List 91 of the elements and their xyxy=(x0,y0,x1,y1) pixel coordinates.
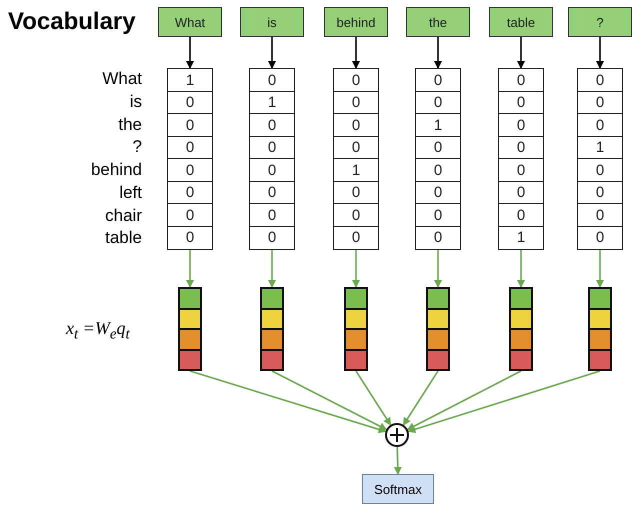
arrow xyxy=(517,37,525,69)
vector-cell: 0 xyxy=(498,203,544,228)
vector-cell: 0 xyxy=(577,158,623,182)
arrow xyxy=(190,370,386,434)
vector-cell: 0 xyxy=(167,90,213,115)
arrow xyxy=(406,370,522,430)
vector-cell: 0 xyxy=(498,113,544,138)
vector-cell: 0 xyxy=(333,113,379,138)
word-box: table xyxy=(489,7,553,37)
arrow xyxy=(434,37,442,69)
vector-cell: 0 xyxy=(249,203,295,228)
vector-cell: 0 xyxy=(249,113,295,138)
arrow xyxy=(355,370,392,426)
vector-cell: 0 xyxy=(167,203,213,228)
embedding-bar xyxy=(509,287,533,371)
word-box: the xyxy=(406,7,470,37)
arrow xyxy=(596,37,604,69)
arrow xyxy=(186,250,194,288)
vector-cell: 0 xyxy=(577,90,623,115)
vector-cell: 0 xyxy=(577,226,623,250)
vector-cell: 0 xyxy=(249,180,295,205)
vector-cell: 0 xyxy=(333,226,379,250)
vocabulary-word: table xyxy=(105,228,142,248)
vector-cell: 0 xyxy=(249,68,295,92)
embedding-bar xyxy=(426,287,450,371)
vector-cell: 0 xyxy=(415,203,461,228)
vector-cell: 0 xyxy=(498,158,544,182)
arrow xyxy=(434,250,442,288)
vector-cell: 0 xyxy=(167,226,213,250)
word-box: is xyxy=(240,7,304,37)
vocabulary-word: chair xyxy=(105,206,142,226)
vector-cell: 0 xyxy=(577,68,623,92)
vector-cell: 0 xyxy=(333,90,379,115)
softmax-box: Softmax xyxy=(362,474,434,504)
arrow xyxy=(268,37,276,69)
arrow xyxy=(268,250,276,288)
vector-cell: 1 xyxy=(498,226,544,250)
vector-cell: 0 xyxy=(249,158,295,182)
arrow xyxy=(186,37,194,69)
embedding-bar xyxy=(260,287,284,371)
vector-cell: 0 xyxy=(498,90,544,115)
vector-cell: 0 xyxy=(415,68,461,92)
vector-cell: 0 xyxy=(498,68,544,92)
embedding-bar xyxy=(344,287,368,371)
vector-cell: 0 xyxy=(333,136,379,160)
vector-cell: 0 xyxy=(167,113,213,138)
word-box: ? xyxy=(568,7,632,37)
vector-cell: 0 xyxy=(415,136,461,160)
vector-cell: 1 xyxy=(577,136,623,160)
vector-cell: 0 xyxy=(498,136,544,160)
arrow xyxy=(402,370,439,426)
vocabulary-word: the xyxy=(118,114,142,134)
vector-cell: 1 xyxy=(415,113,461,138)
vector-cell: 1 xyxy=(249,90,295,115)
vector-cell: 0 xyxy=(167,158,213,182)
vector-cell: 0 xyxy=(167,136,213,160)
arrow xyxy=(272,370,388,430)
arrow xyxy=(596,250,604,288)
arrow xyxy=(394,446,402,475)
arrow xyxy=(352,37,360,69)
vector-cell: 1 xyxy=(167,68,213,92)
vector-cell: 0 xyxy=(577,203,623,228)
vector-cell: 0 xyxy=(167,180,213,205)
vocabulary-word: behind xyxy=(90,160,142,180)
vocabulary-heading: Vocabulary xyxy=(8,8,136,36)
vector-cell: 0 xyxy=(415,90,461,115)
vector-cell: 0 xyxy=(415,158,461,182)
vocabulary-word: ? xyxy=(132,137,142,158)
vector-cell: 1 xyxy=(333,158,379,182)
vocabulary-word: is xyxy=(130,92,142,112)
vector-cell: 0 xyxy=(415,226,461,250)
formula: x$_{t}$ =W$_{e}$q$_{t}$ xyxy=(66,318,130,344)
vector-cell: 0 xyxy=(577,113,623,138)
vector-cell: 0 xyxy=(333,180,379,205)
arrow xyxy=(408,370,600,434)
word-box: behind xyxy=(324,7,388,37)
vector-cell: 0 xyxy=(249,136,295,160)
embedding-bar xyxy=(178,287,202,371)
vector-cell: 0 xyxy=(249,226,295,250)
vocabulary-word: left xyxy=(119,182,142,203)
sum-circle xyxy=(385,423,409,447)
vector-cell: 0 xyxy=(333,68,379,92)
vector-cell: 0 xyxy=(498,180,544,205)
arrow xyxy=(352,250,360,288)
vector-cell: 0 xyxy=(577,180,623,205)
vocabulary-word: What xyxy=(102,69,142,89)
arrow xyxy=(517,250,525,288)
vector-cell: 0 xyxy=(333,203,379,228)
vector-cell: 0 xyxy=(415,180,461,205)
word-box: What xyxy=(158,7,222,37)
embedding-bar xyxy=(588,287,612,371)
